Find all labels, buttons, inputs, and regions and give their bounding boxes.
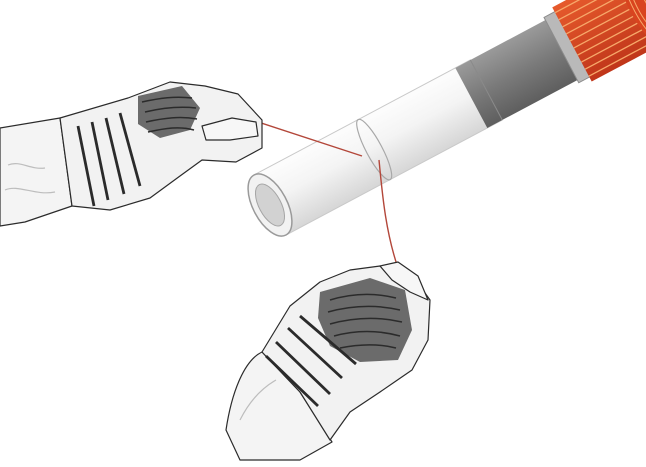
- cable-white-jacket: [254, 60, 502, 235]
- left-sleeve: [0, 118, 72, 226]
- cable: [235, 0, 646, 250]
- lower-hand: [226, 262, 430, 460]
- left-hand: [0, 82, 262, 226]
